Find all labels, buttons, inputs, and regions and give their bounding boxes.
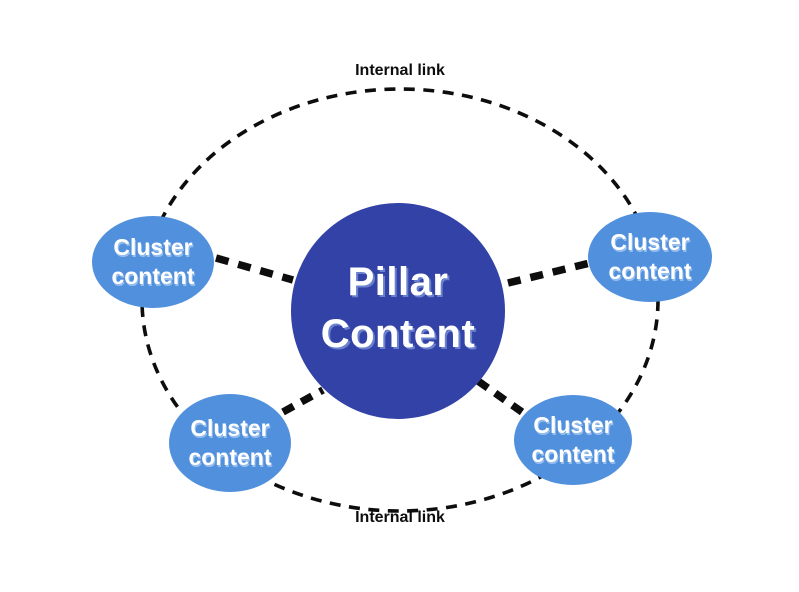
internal-link-label-bottom: Internal link [355, 509, 445, 526]
connector-top-right [507, 259, 591, 287]
cluster-node-top-right: Cluster content [588, 212, 712, 302]
cluster-label-line2: content [111, 263, 195, 289]
pillar-label-line2: Content [320, 312, 476, 356]
cluster-label-line1: Cluster [113, 234, 193, 260]
cluster-label-line2: content [608, 258, 692, 284]
pillar-label-line1: Pillar [347, 260, 449, 304]
connector-bottom-left [281, 386, 325, 416]
cluster-label-line2: content [531, 441, 615, 467]
cluster-label-line1: Cluster [190, 415, 270, 441]
cluster-label-line1: Cluster [610, 229, 690, 255]
connector-bottom-right [475, 377, 525, 416]
cluster-node-bottom-right: Cluster content [514, 395, 632, 485]
internal-link-label-top: Internal link [355, 62, 445, 79]
cluster-node-bottom-left: Cluster content [169, 394, 291, 492]
pillar-node: Pillar Content [291, 203, 505, 419]
cluster-node-top-left: Cluster content [92, 216, 214, 308]
cluster-label-line1: Cluster [533, 412, 613, 438]
connector-top-left [214, 254, 295, 284]
cluster-label-line2: content [188, 444, 272, 470]
